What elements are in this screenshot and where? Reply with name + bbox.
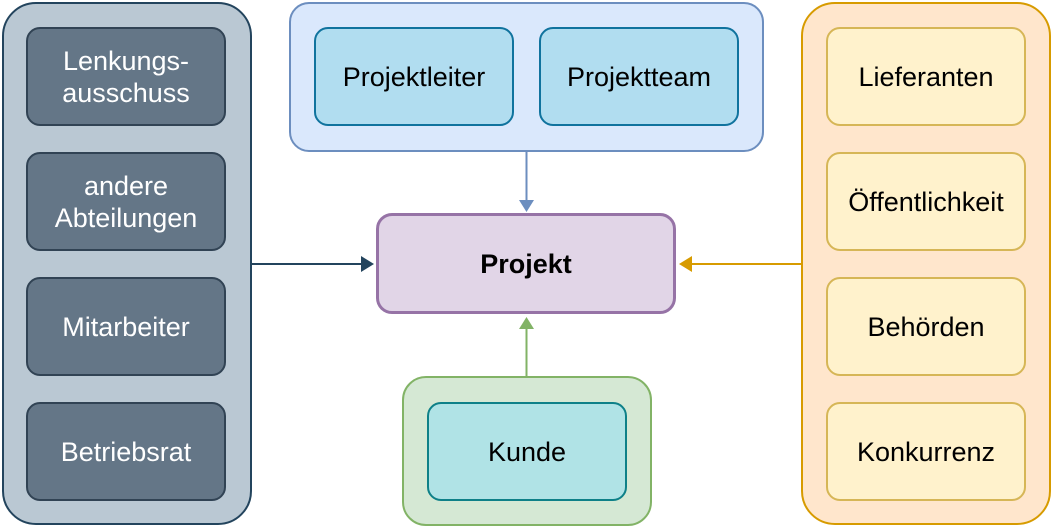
node-mitarbeiter[interactable]: Mitarbeiter	[26, 277, 226, 376]
node-projektteam[interactable]: Projektteam	[539, 27, 739, 126]
node-betriebsrat[interactable]: Betriebsrat	[26, 402, 226, 501]
node-kunde[interactable]: Kunde	[427, 402, 627, 501]
node-konkurrenz[interactable]: Konkurrenz	[826, 402, 1026, 501]
node-projektleiter[interactable]: Projektleiter	[314, 27, 514, 126]
node-oeffentlichkeit[interactable]: Öffentlichkeit	[826, 152, 1026, 251]
arrowhead-top	[519, 200, 534, 212]
node-lieferanten[interactable]: Lieferanten	[826, 27, 1026, 126]
node-projekt[interactable]: Projekt	[376, 213, 676, 314]
arrowhead-bottom	[519, 317, 534, 329]
node-andere-abteilungen[interactable]: andere Abteilungen	[26, 152, 226, 251]
node-lenkungsausschuss[interactable]: Lenkungs- ausschuss	[26, 27, 226, 126]
arrowhead-left	[361, 256, 374, 272]
node-behoerden[interactable]: Behörden	[826, 277, 1026, 376]
arrowhead-right	[679, 256, 692, 272]
